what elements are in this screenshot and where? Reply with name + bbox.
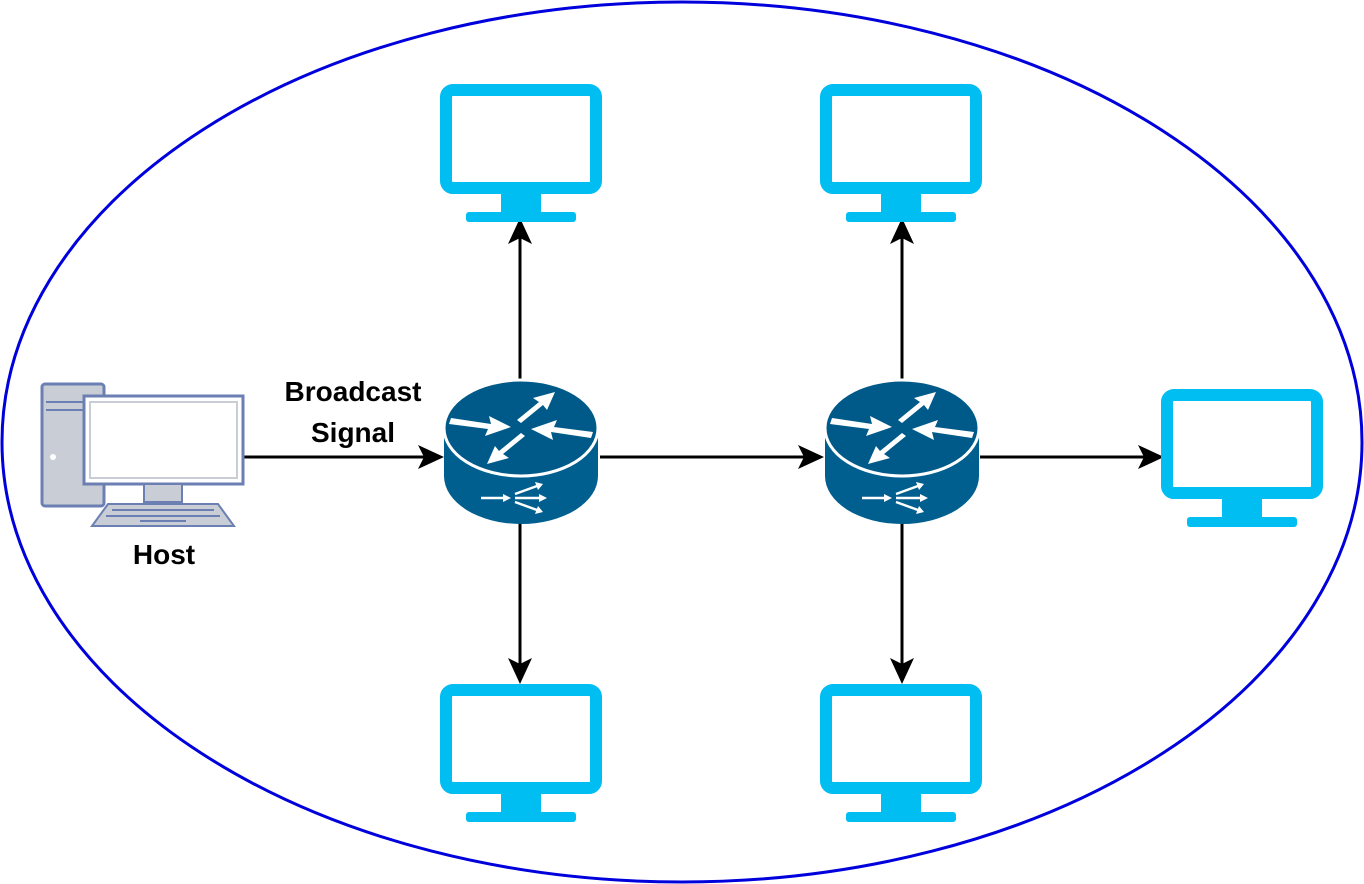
arrow-router2-to-monitor-top-right <box>890 218 914 398</box>
router-icon <box>823 378 981 526</box>
monitor-icon <box>446 690 596 822</box>
monitor-icon <box>446 90 596 222</box>
broadcast-signal-label-line2: Signal <box>311 417 395 448</box>
connection-arrows <box>244 218 1164 684</box>
monitor-icon <box>1167 395 1317 527</box>
host-label: Host <box>133 539 195 570</box>
arrow-router1-to-router2 <box>600 445 824 469</box>
desktop-computer-icon <box>40 382 245 527</box>
arrow-router1-to-monitor-top-left <box>508 218 532 398</box>
broadcast-signal-label-line1: Broadcast <box>285 376 422 407</box>
router-icon <box>442 378 600 526</box>
monitor-icon <box>826 90 976 222</box>
monitor-icon <box>826 690 976 822</box>
arrow-router2-to-monitor-bottom-right <box>890 510 914 684</box>
arrow-router1-to-monitor-bottom-left <box>508 510 532 684</box>
arrow-host-to-router1 <box>244 445 444 469</box>
arrow-router2-to-monitor-right <box>980 445 1164 469</box>
